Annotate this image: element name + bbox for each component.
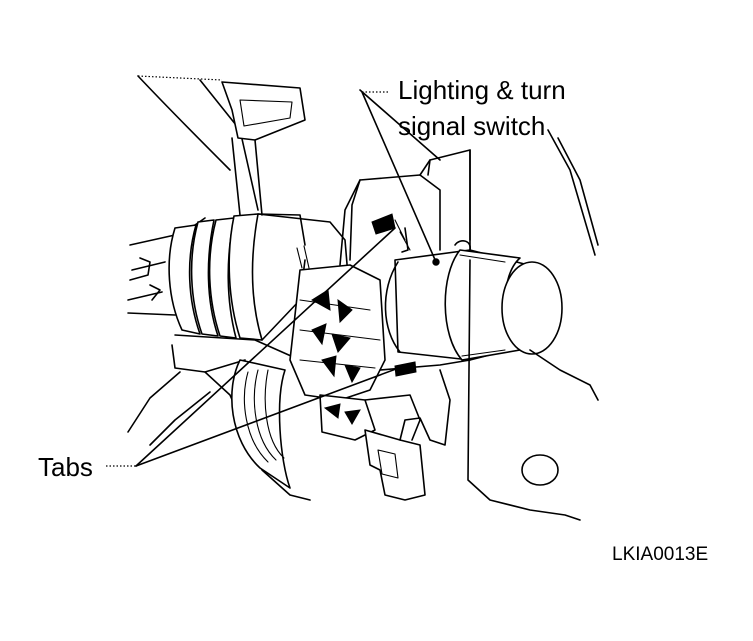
lower-bracket	[319, 359, 471, 501]
lighting-turn-signal-switch	[384, 240, 563, 361]
tabs-leader	[106, 227, 405, 467]
reference-code: LKIA0013E	[612, 544, 709, 565]
tabs-label: Tabs	[38, 452, 93, 482]
switch-housing	[289, 149, 471, 401]
right-panel	[467, 129, 599, 521]
switch-label-line1: Lighting & turn	[398, 75, 566, 105]
switch-label-line2: signal switch	[398, 111, 546, 141]
switch-leader	[361, 91, 437, 263]
upper-bracket	[221, 81, 306, 216]
lower-column-body	[127, 334, 321, 501]
steering-shaft	[127, 213, 351, 341]
